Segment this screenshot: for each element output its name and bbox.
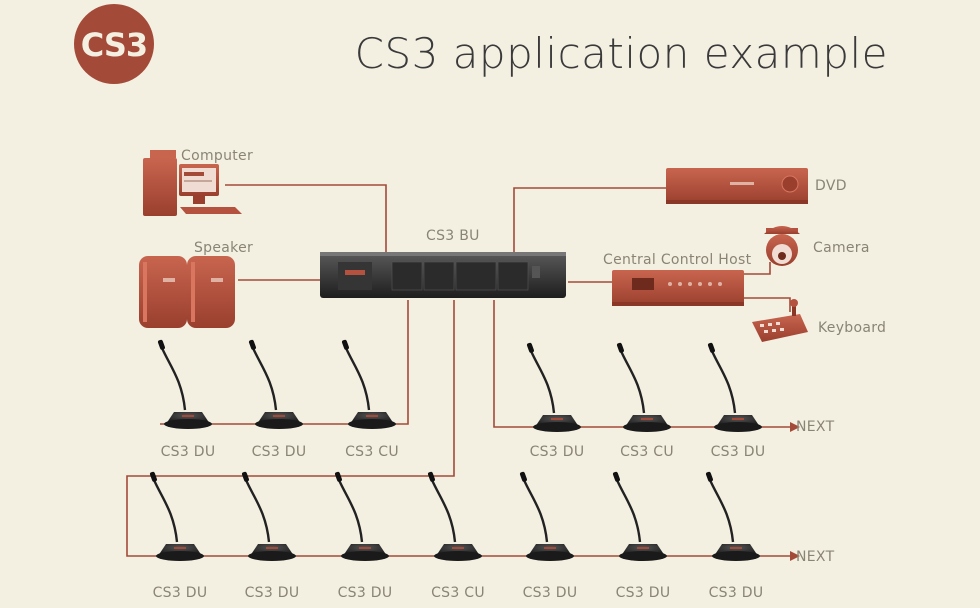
label-camera: Camera [813,240,870,256]
label-speaker: Speaker [194,240,253,256]
page-title: CS3 application example [355,29,888,78]
row2-labels: CS3 DU CS3 DU CS3 DU CS3 CU CS3 DU CS3 D… [153,585,764,601]
microphone-unit [526,342,581,432]
next-label-1: NEXT [796,419,835,435]
microphone-unit [241,471,296,561]
wire-computer-bu [225,184,387,252]
microphone-unit [149,471,204,561]
microphone-unit [248,339,303,429]
label-central: Central Control Host [603,252,752,268]
unit-label: CS3 DU [338,585,393,601]
central-control-host-device [612,270,744,306]
microphone-unit [341,339,396,429]
row1-right-labels: CS3 DU CS3 CU CS3 DU [530,444,766,460]
unit-label: CS3 DU [161,444,216,460]
label-dvd: DVD [815,178,847,194]
wire-central-keyboard [744,297,791,312]
microphone-unit [427,471,482,561]
microphone-unit [334,471,389,561]
microphone-unit [519,471,574,561]
unit-label: CS3 DU [252,444,307,460]
unit-label: CS3 DU [616,585,671,601]
label-bu: CS3 BU [426,228,480,244]
next-label-2: NEXT [796,549,835,565]
wire-dvd-bu [513,187,668,252]
wire-central-camera [744,262,771,275]
microphone-unit [157,339,212,429]
unit-label: CS3 DU [530,444,585,460]
logo-text: CS3 [81,26,147,64]
microphone-units [149,339,762,561]
microphone-unit [616,342,671,432]
keyboard-device [752,299,808,342]
cs3-logo: CS3 [74,4,154,84]
connection-wires [126,184,800,561]
unit-label: CS3 CU [431,585,485,601]
unit-label: CS3 DU [153,585,208,601]
dvd-device [666,168,808,204]
row1-left-labels: CS3 DU CS3 DU CS3 CU [161,444,399,460]
wire-row1-left [160,300,409,425]
camera-device [764,226,800,266]
unit-label: CS3 DU [245,585,300,601]
unit-label: CS3 CU [345,444,399,460]
microphone-unit [707,342,762,432]
label-computer: Computer [181,148,253,164]
microphone-unit [705,471,760,561]
wire-row1-right [493,300,790,428]
label-keyboard: Keyboard [818,320,886,336]
arrow-next-1 [790,422,800,432]
speaker-device [139,256,235,328]
unit-label: CS3 DU [709,585,764,601]
cs3-bu-device [320,252,566,298]
unit-label: CS3 DU [711,444,766,460]
unit-label: CS3 CU [620,444,674,460]
unit-label: CS3 DU [523,585,578,601]
computer-device [143,150,242,216]
wire-row2 [126,300,790,557]
microphone-unit [612,471,667,561]
arrow-next-2 [790,551,800,561]
